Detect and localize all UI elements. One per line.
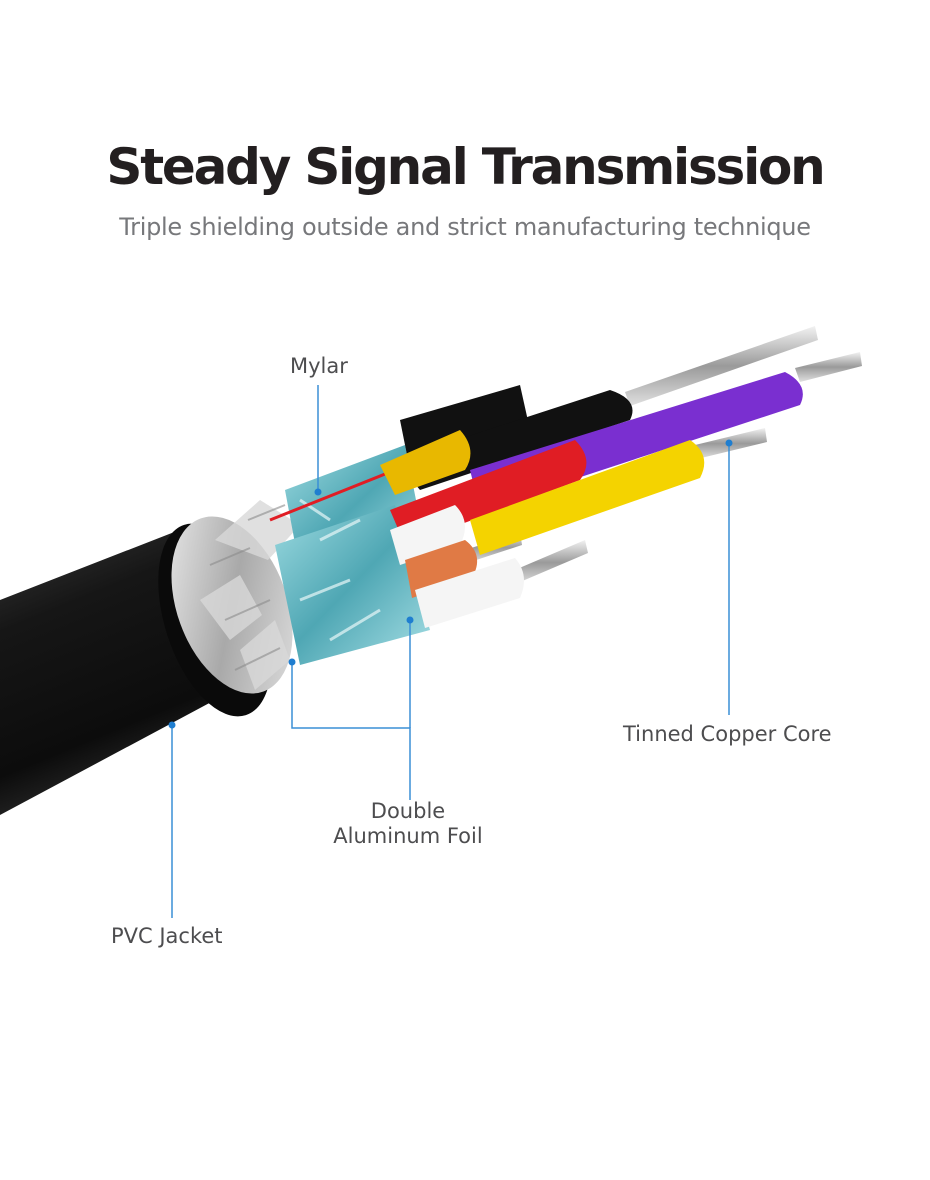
insulated-wires: [380, 372, 803, 628]
callout-pvc-jacket: PVC Jacket: [111, 924, 223, 948]
callout-double-aluminum-foil: Double Aluminum Foil: [318, 799, 498, 849]
callout-mylar: Mylar: [290, 354, 348, 378]
callout-foil-line1: Double: [370, 799, 446, 823]
outer-aluminum-foil: [171, 500, 300, 694]
callout-tinned-copper-core: Tinned Copper Core: [623, 722, 832, 746]
page-title: Steady Signal Transmission: [106, 138, 825, 196]
callout-foil-line2: Aluminum Foil: [333, 824, 483, 848]
callout-lines: [171, 385, 730, 918]
callout-dots: [168, 439, 733, 729]
page-subtitle: Triple shielding outside and strict manu…: [119, 213, 811, 241]
